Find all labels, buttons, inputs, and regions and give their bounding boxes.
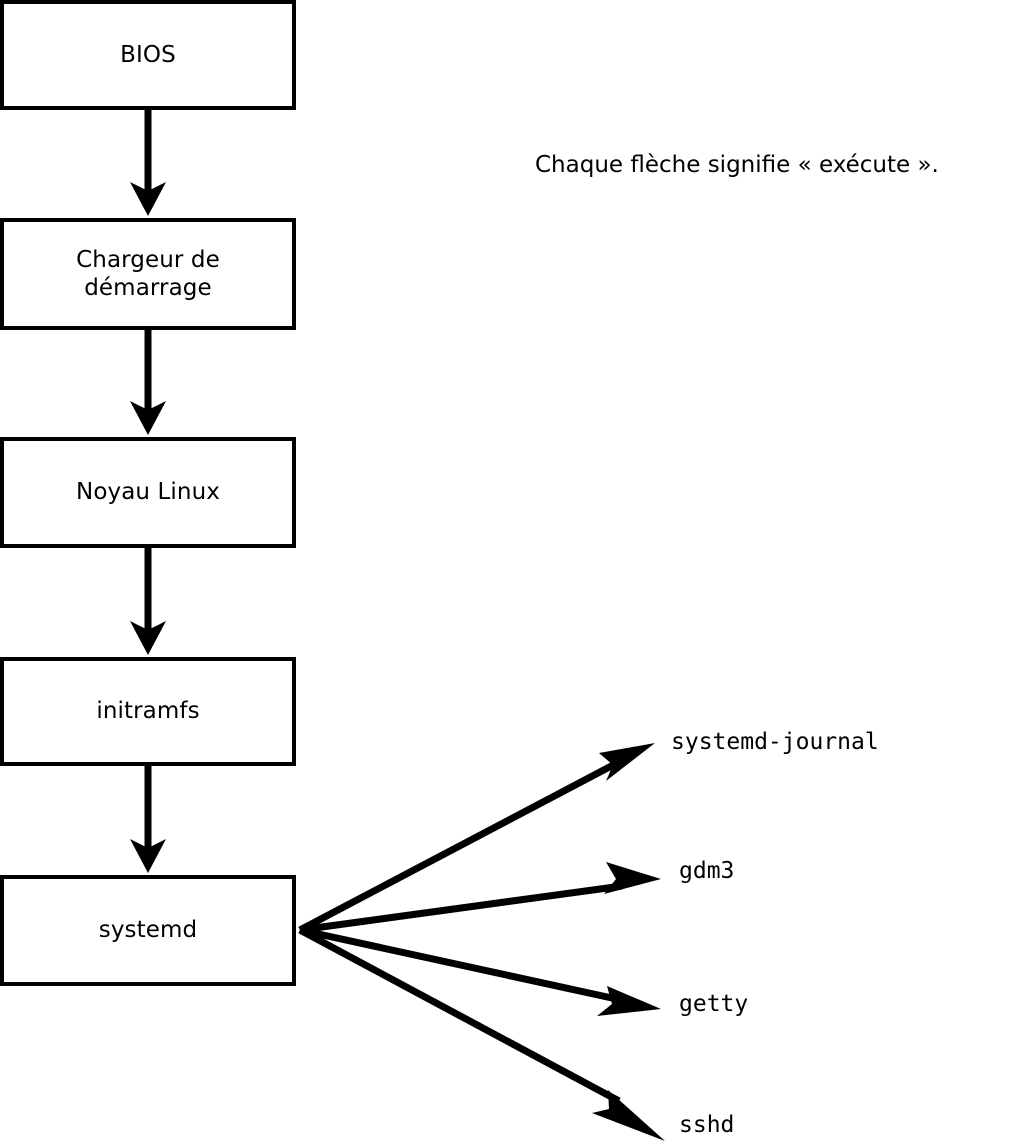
node-initramfs[interactable]: initramfs [0, 657, 296, 766]
leaf-label-gdm3[interactable]: gdm3 [679, 858, 735, 884]
leaf-label-sshd[interactable]: sshd [679, 1112, 735, 1138]
fan-edge-systemd-to-sshd [298, 926, 665, 1141]
chain-edge-bootloader-to-kernel [130, 330, 166, 435]
node-bios-label: BIOS [120, 41, 176, 68]
node-kernel[interactable]: Noyau Linux [0, 437, 296, 548]
diagram-annotation: Chaque flèche signifie « exécute ». [535, 152, 939, 178]
leaf-label-systemd-journal[interactable]: systemd-journal [671, 729, 879, 755]
node-bootloader[interactable]: Chargeur de démarrage [0, 218, 296, 330]
node-bootloader-label: Chargeur de démarrage [76, 246, 220, 301]
node-systemd[interactable]: systemd [0, 875, 296, 986]
node-bios[interactable]: BIOS [0, 0, 296, 110]
chain-edge-kernel-to-initramfs [130, 548, 166, 655]
node-initramfs-label: initramfs [96, 698, 200, 725]
fan-edge-systemd-to-getty [299, 926, 661, 1016]
chain-edge-initramfs-to-systemd [130, 766, 166, 873]
fan-edge-systemd-to-gdm3 [299, 862, 661, 934]
fan-edge-systemd-to-systemd-journal [298, 743, 655, 934]
node-systemd-label: systemd [98, 917, 198, 944]
chain-edge-bios-to-bootloader [130, 110, 166, 216]
node-kernel-label: Noyau Linux [76, 479, 220, 506]
leaf-label-getty[interactable]: getty [679, 991, 749, 1017]
